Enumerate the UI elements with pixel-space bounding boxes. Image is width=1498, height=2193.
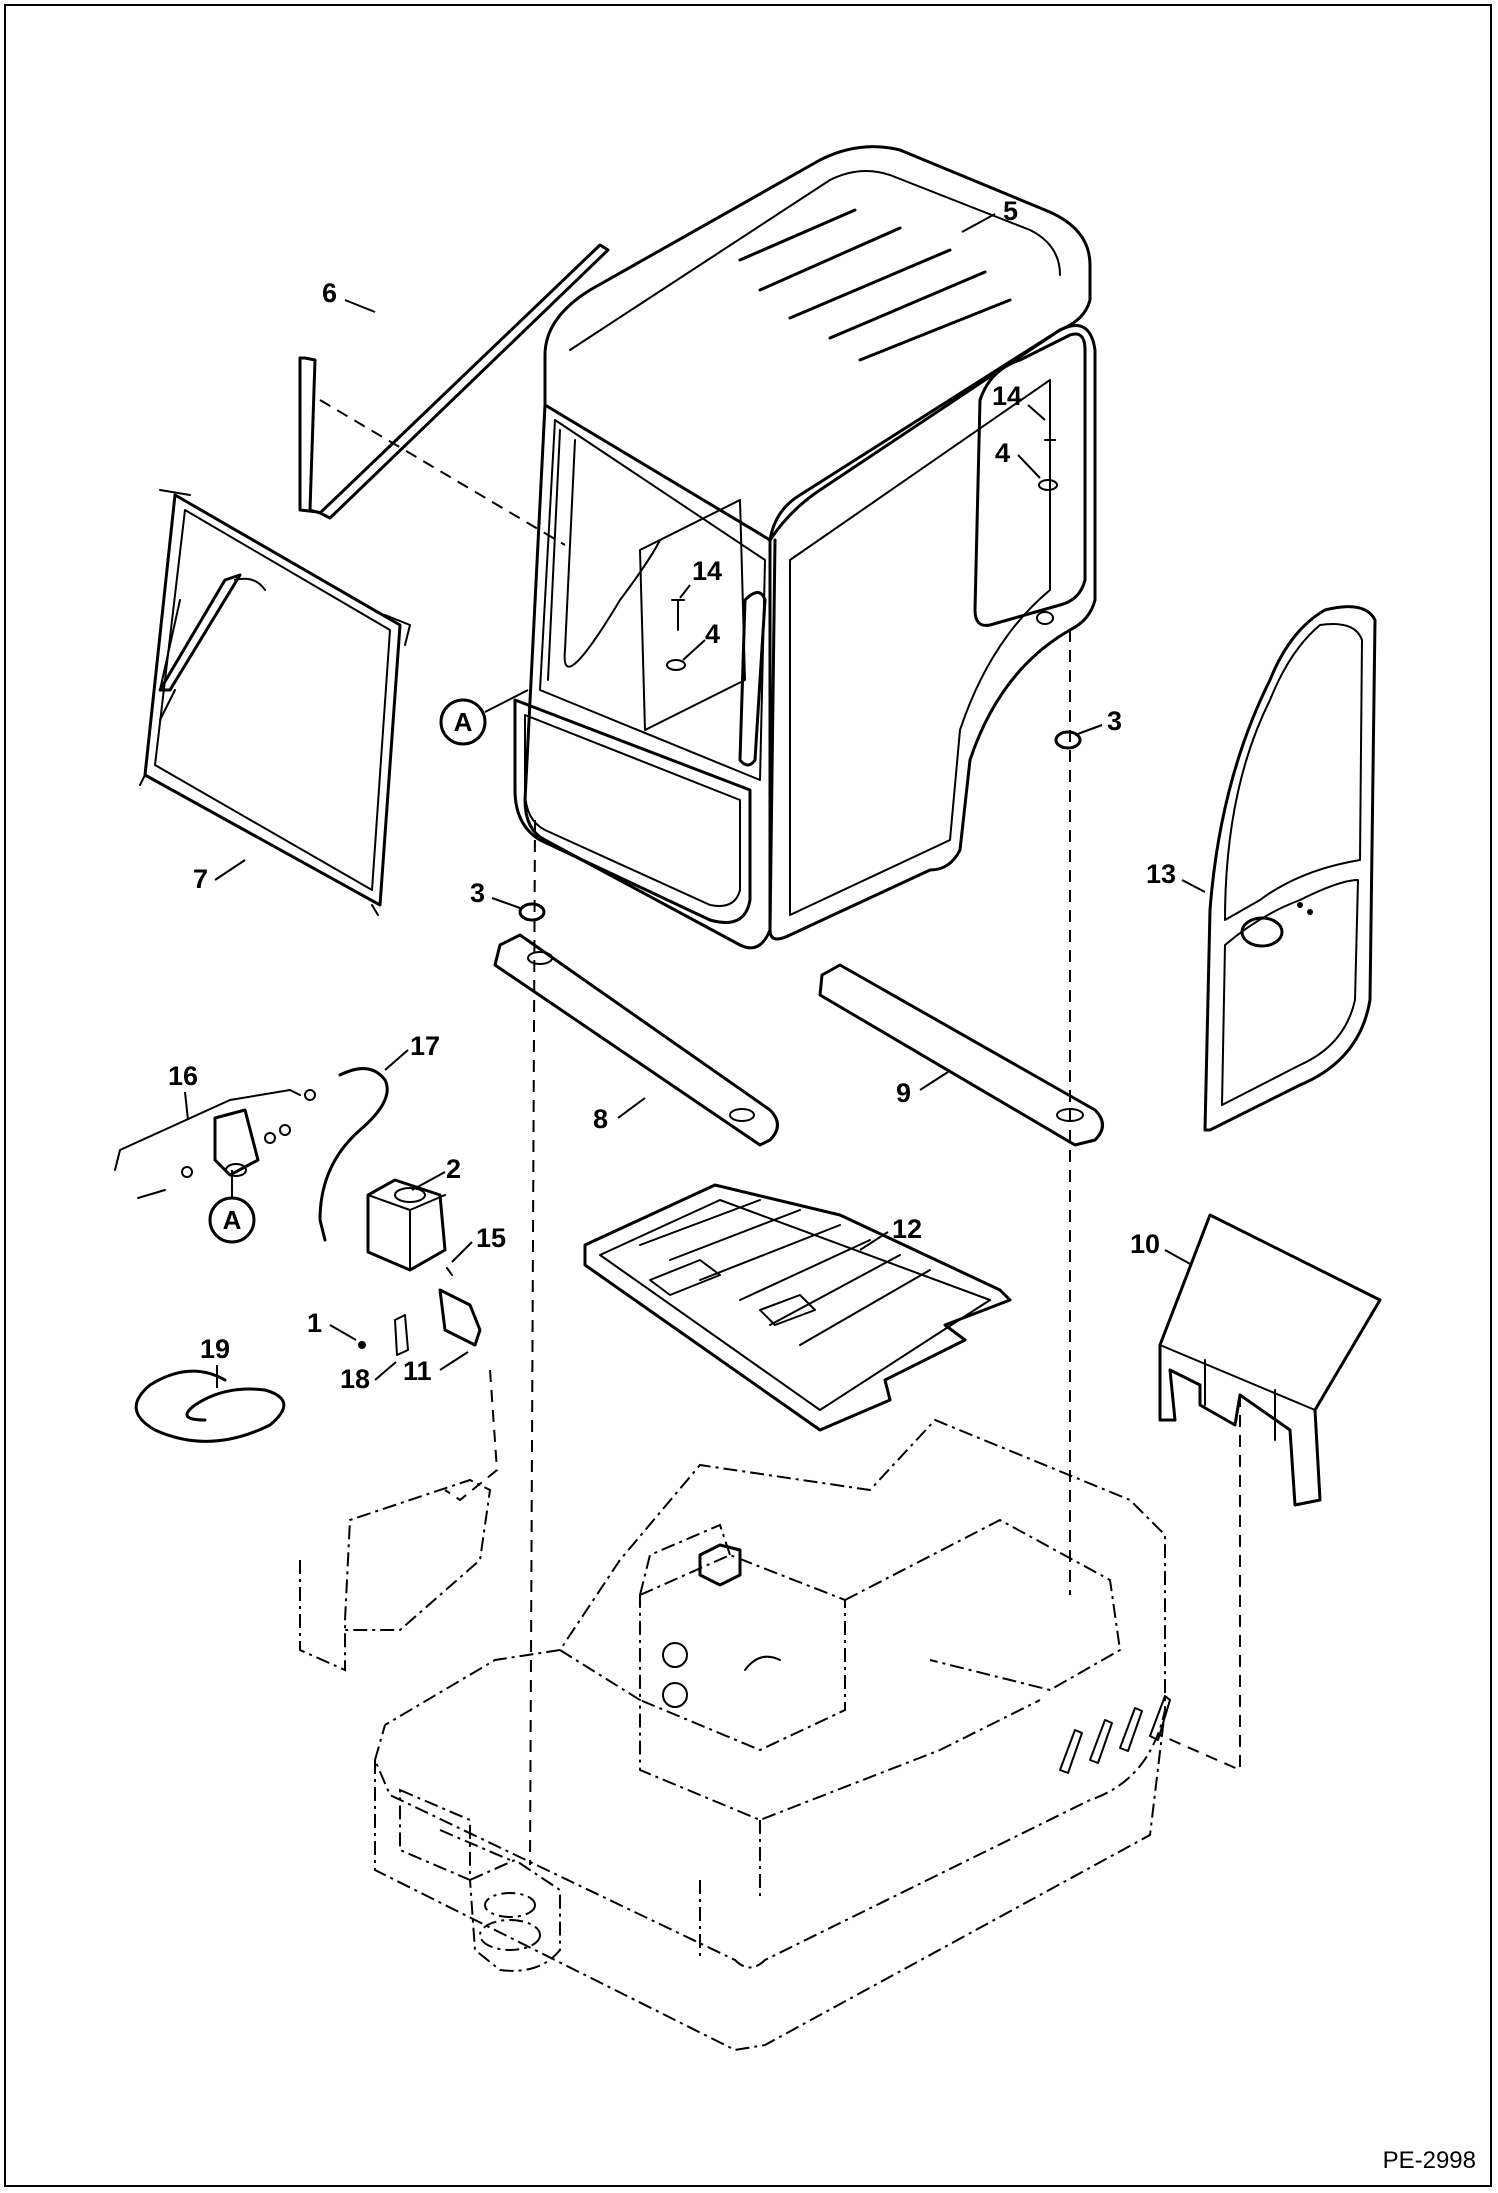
- mounting-bracket[interactable]: [358, 1267, 482, 1356]
- seat-cover[interactable]: [1158, 1213, 1382, 1507]
- assembly-dashline: [319, 399, 566, 546]
- callout-10: 10: [1130, 1229, 1160, 1259]
- ref-letter-cab: A: [454, 707, 473, 737]
- cab-assembly[interactable]: [513, 145, 1097, 950]
- coiled-hose[interactable]: [134, 1369, 286, 1443]
- ref-letter-washer: A: [223, 1205, 242, 1235]
- callout-8: 8: [593, 1104, 608, 1134]
- floor-mat[interactable]: [583, 1183, 1012, 1432]
- callout-15: 15: [476, 1223, 506, 1253]
- callout-1: 1: [307, 1308, 322, 1338]
- drawing-frame: [4, 4, 1492, 2187]
- callout-4b: 4: [705, 619, 720, 649]
- callout-4a: 4: [995, 438, 1010, 468]
- callout-9: 9: [896, 1078, 911, 1108]
- front-window-frame[interactable]: [139, 489, 411, 916]
- callout-7: 7: [193, 864, 208, 894]
- callout-6: 6: [322, 278, 337, 308]
- callout-13: 13: [1146, 859, 1176, 889]
- floor-rail-left[interactable]: [493, 933, 779, 1147]
- callout-16: 16: [168, 1061, 198, 1091]
- callout-18: 18: [340, 1364, 370, 1394]
- cab-door[interactable]: [1203, 605, 1377, 1132]
- grommet-right[interactable]: [1054, 730, 1082, 750]
- callout-3b: 3: [1107, 706, 1122, 736]
- washer-reservoir[interactable]: [366, 1178, 447, 1272]
- assembly-guide-lines: [299, 630, 1241, 1866]
- callout-2: 2: [446, 1154, 461, 1184]
- callout-14b: 14: [692, 556, 722, 586]
- callout-11: 11: [403, 1356, 432, 1386]
- callout-3a: 3: [470, 878, 485, 908]
- callout-19: 19: [200, 1334, 230, 1364]
- glass-seal-strip[interactable]: [298, 243, 610, 520]
- grommet-left[interactable]: [518, 902, 546, 922]
- drawing-code: PE-2998: [1382, 2147, 1476, 2174]
- callout-17: 17: [410, 1031, 440, 1061]
- machine-base-frame: [373, 1418, 1171, 2052]
- washer-pump-assembly[interactable]: [114, 1089, 316, 1199]
- floor-rail-right[interactable]: [818, 963, 1104, 1147]
- callout-5: 5: [1003, 196, 1018, 226]
- washer-hose[interactable]: [318, 1067, 389, 1242]
- callout-12: 12: [892, 1214, 922, 1244]
- callout-14a: 14: [992, 381, 1022, 411]
- reference-circle-cab: A: [439, 689, 529, 746]
- callout-labels: 1 2 3 3 4 4 5 6 7 8 9 10 11 12 13 14: [168, 196, 1206, 1394]
- reference-circle-washer: A: [208, 1170, 256, 1244]
